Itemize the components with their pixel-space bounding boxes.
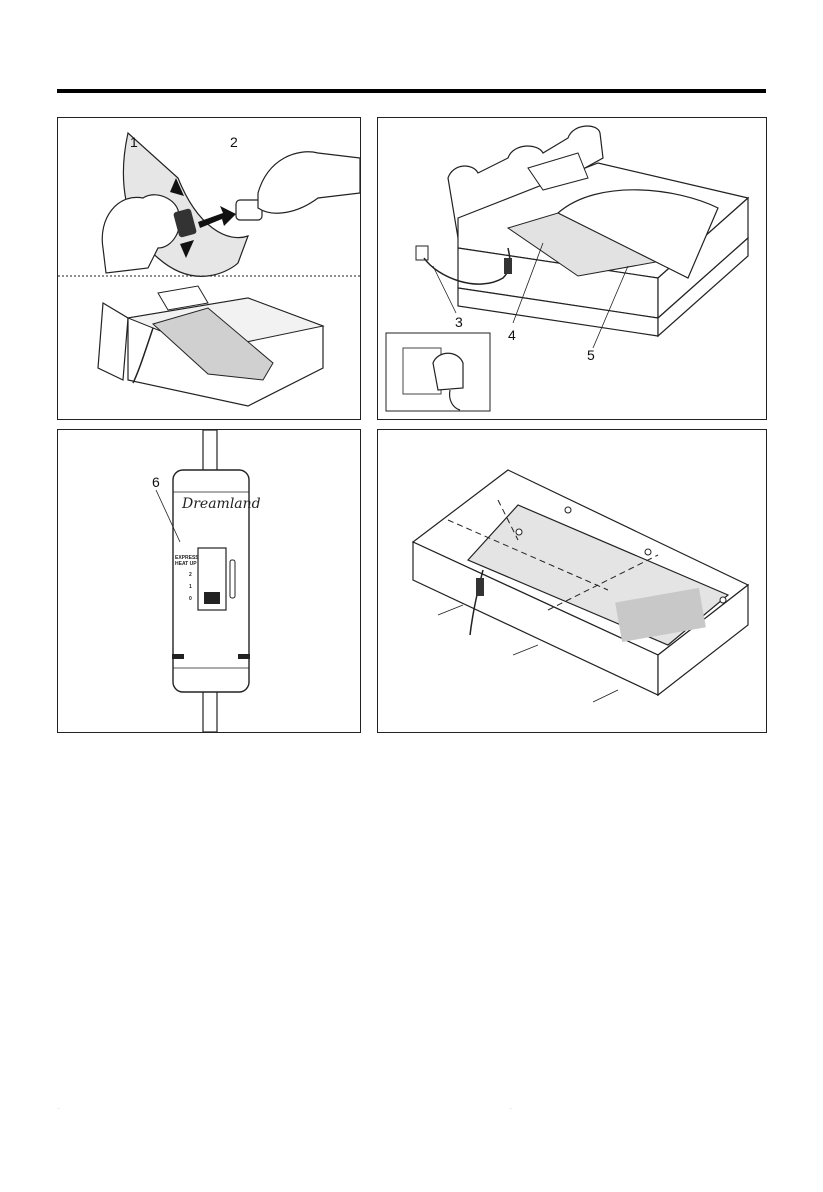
label-setting-2: 2 xyxy=(189,572,192,578)
figure-1-connect-plug: 1 2 xyxy=(57,117,361,420)
callout-4: 4 xyxy=(508,328,516,342)
label-setting-0: 0 xyxy=(189,596,192,602)
figure-2-illustration xyxy=(378,118,766,419)
callout-5: 5 xyxy=(587,348,595,362)
header-rule xyxy=(57,89,766,93)
footer-mark-left: . xyxy=(58,1105,60,1111)
figure-4-mattress-strapping xyxy=(377,429,767,733)
callout-3: 3 xyxy=(455,315,463,329)
figure-3-controller: 6 Dreamland EXPRESS HEAT UP 2 1 0 xyxy=(57,429,361,733)
figure-4-illustration xyxy=(378,430,766,732)
dreamland-logo: Dreamland xyxy=(182,496,242,512)
figure-2-bed-installation: 3 4 5 xyxy=(377,117,767,420)
label-setting-1: 1 xyxy=(189,584,192,590)
callout-1: 1 xyxy=(130,135,138,149)
figure-3-illustration xyxy=(58,430,360,732)
label-heat-up: HEAT UP xyxy=(175,561,197,567)
callout-6: 6 xyxy=(152,475,160,489)
callout-2: 2 xyxy=(230,135,238,149)
figure-1-illustration xyxy=(58,118,360,419)
footer-mark-right: . xyxy=(510,1105,512,1111)
